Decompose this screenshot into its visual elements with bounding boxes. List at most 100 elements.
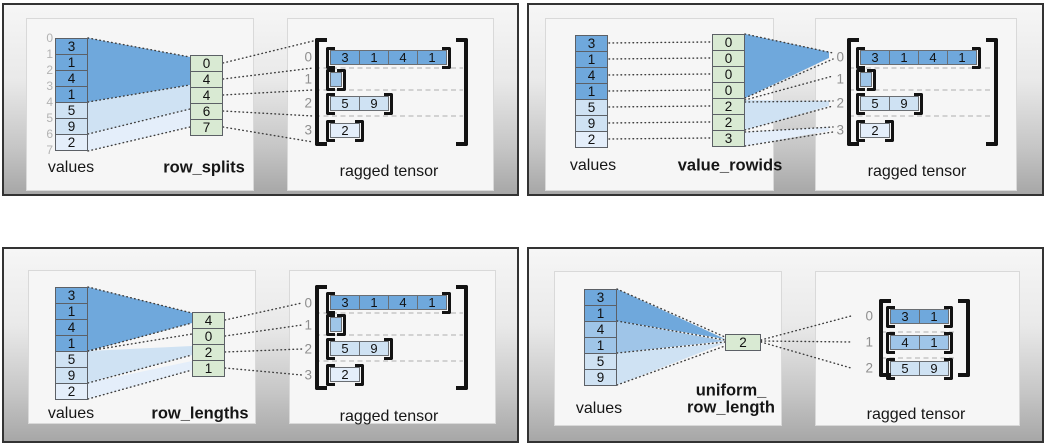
fan-light — [88, 85, 190, 134]
value-cell: 1 — [584, 337, 617, 354]
row-index: 3 — [304, 367, 312, 383]
bracket-right-icon — [867, 68, 876, 91]
bracket-right-icon — [355, 119, 364, 142]
fan-pale — [88, 109, 190, 151]
tensor-cell-empty — [330, 317, 342, 332]
value-rowids-column: 0 0 0 0 2 2 3 — [712, 34, 745, 147]
values-label: values — [569, 157, 617, 174]
row-index: 3 — [304, 122, 312, 138]
tensor-cell: 2 — [330, 123, 360, 138]
fan-dark — [88, 38, 190, 102]
fan-light — [88, 346, 192, 383]
tensor-row: 2 — [326, 363, 364, 386]
tensor-cell: 9 — [359, 96, 389, 111]
value-cell: 1 — [55, 86, 88, 103]
value-cell: 5 — [584, 353, 617, 370]
ragged-tensor-label: ragged tensor — [866, 406, 966, 423]
fan-light — [617, 343, 725, 385]
value-cell: 1 — [55, 303, 88, 320]
tensor-row-empty — [326, 68, 346, 91]
row-splits-label: row_splits — [163, 158, 245, 177]
row-lengths-column: 4 0 2 1 — [192, 312, 225, 377]
value-cell: 9 — [575, 115, 608, 132]
value-cell: 4 — [575, 67, 608, 84]
uniform-row-length-label-line2: row_length — [686, 398, 776, 417]
param-cell: 4 — [190, 71, 223, 88]
param-cell: 0 — [712, 66, 745, 83]
tensor-row: 4 1 — [886, 331, 953, 354]
value-index: 5 — [46, 111, 53, 125]
outer-bracket-right-icon — [456, 285, 468, 390]
tensor-row: 2 — [326, 119, 364, 142]
tensor-cell: 1 — [417, 50, 447, 65]
bracket-right-icon — [944, 357, 953, 380]
ragged-tensor-label: ragged tensor — [339, 163, 439, 180]
param-cell: 2 — [712, 98, 745, 115]
tensor-row: 3 1 4 1 — [856, 46, 981, 69]
connector-underlay — [608, 33, 993, 147]
tensor-cell: 4 — [388, 50, 418, 65]
bracket-left-icon — [326, 68, 335, 91]
bracket-left-icon — [856, 46, 865, 69]
tensor-cell: 1 — [359, 295, 389, 310]
value-cell: 3 — [55, 38, 88, 55]
values-label: values — [47, 159, 95, 176]
tensor-row: 3 1 4 1 — [326, 291, 451, 314]
value-cell: 9 — [55, 367, 88, 384]
panel-uniform-row-length: 3 1 4 1 5 9 2 values uniform_ row_length… — [527, 247, 1044, 443]
value-index: 2 — [46, 63, 53, 77]
value-index: 7 — [46, 143, 53, 157]
tensor-cell: 4 — [388, 295, 418, 310]
bracket-right-icon — [914, 92, 923, 115]
row-index: 1 — [836, 71, 844, 87]
tensor-cell: 1 — [359, 50, 389, 65]
value-cell: 1 — [55, 335, 88, 352]
tensor-row: 5 9 — [326, 337, 393, 360]
bracket-right-icon — [384, 92, 393, 115]
param-cell: 0 — [712, 50, 745, 67]
bracket-right-icon — [442, 291, 451, 314]
tensor-cell: 1 — [417, 295, 447, 310]
tensor-row: 5 9 — [856, 92, 923, 115]
row-index: 1 — [304, 71, 312, 87]
row-index: 2 — [304, 95, 312, 111]
bracket-left-icon — [326, 92, 335, 115]
connector-underlay — [87, 37, 463, 152]
tensor-cell: 2 — [860, 123, 890, 138]
bracket-left-icon — [856, 68, 865, 91]
value-cell: 4 — [55, 70, 88, 87]
bracket-left-icon — [326, 46, 335, 69]
values-label: values — [575, 400, 623, 417]
bracket-left-icon — [326, 363, 335, 386]
bracket-right-icon — [885, 119, 894, 142]
bracket-left-icon — [886, 357, 895, 380]
ragged-tensor-label: ragged tensor — [339, 408, 439, 425]
value-cell: 2 — [55, 134, 88, 151]
outer-bracket-right-icon — [958, 299, 970, 377]
panel-row-splits: 3 1 4 1 5 9 2 0 1 2 3 4 5 6 7 0 4 4 6 7 … — [2, 3, 519, 196]
param-cell: 7 — [190, 119, 223, 136]
tensor-row-empty — [856, 68, 876, 91]
param-cell: 0 — [712, 34, 745, 51]
fan-dark — [88, 287, 192, 351]
value-cell: 2 — [55, 383, 88, 400]
values-column: 3 1 4 1 5 9 — [584, 289, 617, 386]
value-cell: 4 — [55, 319, 88, 336]
param-cell: 4 — [192, 312, 225, 329]
tensor-cell-empty — [860, 72, 872, 87]
panel-row-lengths: 3 1 4 1 5 9 2 4 0 2 1 values row_lengths… — [2, 247, 519, 443]
param-cell: 2 — [725, 334, 761, 351]
bracket-left-icon — [326, 119, 335, 142]
values-column: 3 1 4 1 5 9 2 — [55, 38, 88, 151]
bracket-right-icon — [337, 68, 346, 91]
uniform-row-length-label-line1: uniform_ — [695, 381, 767, 400]
tensor-cell: 4 — [918, 50, 948, 65]
tensor-cell: 3 — [890, 309, 920, 324]
bracket-left-icon — [326, 337, 335, 360]
param-cell: 3 — [712, 130, 745, 147]
bracket-right-icon — [384, 337, 393, 360]
bracket-right-icon — [442, 46, 451, 69]
tensor-cell: 9 — [359, 341, 389, 356]
tensor-cell: 9 — [889, 96, 919, 111]
connector-underlay — [616, 288, 955, 386]
